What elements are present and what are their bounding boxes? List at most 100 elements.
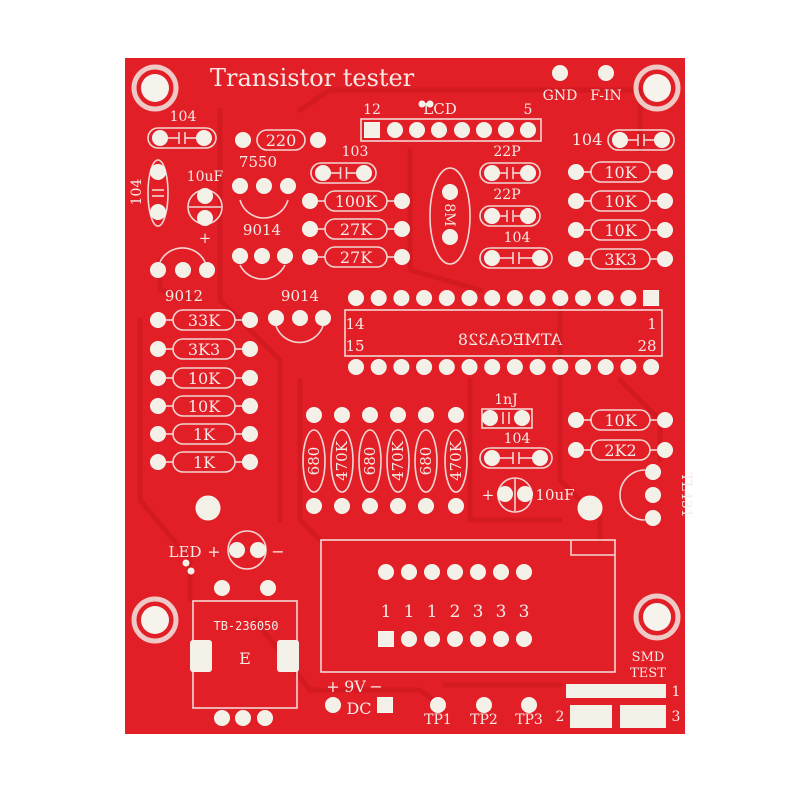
solder-pad: [424, 564, 440, 580]
power-dc-label: DC: [346, 699, 371, 718]
solder-pad: [197, 210, 213, 226]
square-pad: [377, 697, 393, 713]
solder-pad: [438, 359, 455, 375]
solder-pad: [438, 290, 455, 306]
solder-pad: [325, 697, 341, 713]
solder-pad: [254, 248, 270, 264]
solder-pad: [620, 290, 637, 306]
solder-pad: [476, 122, 492, 138]
encoder-part-label: TB-236050: [213, 619, 278, 633]
crystal-label: 8M: [441, 203, 457, 226]
solder-pad: [484, 250, 500, 266]
smd-label: TEST: [630, 666, 666, 681]
solder-pad: [532, 450, 548, 466]
solder-pad: [516, 631, 532, 647]
solder-pad: [302, 221, 318, 237]
resistor-outline: [330, 429, 354, 493]
smd-label: SMD: [632, 650, 665, 665]
resistor-value-label: 220: [266, 131, 297, 150]
capacitor-value-label: 22P: [493, 144, 520, 160]
solder-pad: [394, 193, 410, 209]
socket-pin-group-label: 1: [404, 602, 415, 622]
mounting-hole-ring: [633, 64, 681, 112]
solder-pad: [401, 564, 417, 580]
resistor-value-label: 10K: [188, 397, 221, 416]
square-pad: [643, 290, 660, 306]
solder-pad: [448, 407, 464, 423]
solder-pad: [229, 542, 245, 558]
solder-pad: [394, 249, 410, 265]
solder-pad: [370, 290, 387, 306]
solder-pad: [568, 251, 584, 267]
solder-pad: [235, 710, 251, 726]
led-label: LED: [169, 543, 202, 561]
socket-pin-group-label: 2: [450, 602, 461, 622]
smd-pad-1: [566, 684, 666, 698]
solder-pad: [532, 250, 548, 266]
led-minus: −: [271, 542, 284, 561]
solder-pad: [306, 407, 322, 423]
transistor-label: 9012: [165, 287, 203, 305]
solder-pad: [199, 262, 215, 278]
solder-pad: [598, 65, 614, 81]
solder-pad: [334, 407, 350, 423]
mounting-hole: [643, 603, 671, 631]
resistor-value-label: 10K: [604, 192, 637, 211]
solder-pad: [470, 564, 486, 580]
resistor-value-label: 1K: [193, 453, 216, 472]
capacitor-outline: [479, 447, 553, 469]
solder-pad: [242, 312, 258, 328]
solder-pad: [577, 495, 603, 521]
solder-pad: [150, 312, 166, 328]
encoder-pin-label: E: [239, 649, 251, 668]
resistor-value-label: 10K: [604, 221, 637, 240]
solder-pad: [394, 221, 410, 237]
capacitor-outline: [479, 162, 541, 184]
transistor-label: 9014: [281, 287, 319, 305]
solder-pad: [175, 262, 191, 278]
resistor-value-label: 680: [417, 447, 435, 476]
smd-pad-3-label: 3: [672, 709, 681, 725]
mcu-pin-15-label: 15: [345, 337, 364, 355]
socket-pin-group-label: 3: [519, 602, 530, 622]
test-point-label: TP1: [424, 712, 452, 728]
test-socket-outline: [320, 539, 616, 673]
mounting-hole-ring: [131, 64, 179, 112]
solder-pad: [242, 341, 258, 357]
solder-pad: [214, 710, 230, 726]
solder-pad: [442, 184, 458, 200]
solder-pad: [387, 122, 403, 138]
resistor-value-label: 10K: [604, 411, 637, 430]
resistor-outline: [358, 429, 382, 493]
solder-pad: [195, 495, 221, 521]
mcu-outline: [344, 309, 663, 357]
solder-pad: [310, 132, 326, 148]
solder-pad: [568, 222, 584, 238]
mcu-pin-14-label: 14: [345, 315, 364, 333]
solder-pad: [150, 398, 166, 414]
solder-pad: [430, 697, 446, 713]
solder-pad: [497, 486, 513, 502]
solder-pad: [232, 248, 248, 264]
resistor-outline: [414, 429, 438, 493]
resistor-outline: [444, 429, 468, 493]
solder-pad: [242, 370, 258, 386]
smd-pad-2-label: 2: [556, 709, 565, 725]
solder-pad: [657, 442, 673, 458]
solder-pad: [529, 290, 546, 306]
solder-pad: [150, 454, 166, 470]
solder-pad: [552, 290, 569, 306]
solder-pad: [645, 510, 661, 526]
solder-pad: [506, 290, 523, 306]
solder-pad: [484, 450, 500, 466]
solder-pad: [334, 498, 350, 514]
capacitor-outline: [479, 247, 553, 269]
solder-pad: [484, 290, 501, 306]
power-plus: +: [326, 677, 339, 696]
solder-pad: [401, 631, 417, 647]
solder-pad: [214, 580, 230, 596]
solder-pad: [568, 442, 584, 458]
solder-pad: [645, 487, 661, 503]
solder-pad: [277, 248, 293, 264]
solder-pad: [390, 407, 406, 423]
